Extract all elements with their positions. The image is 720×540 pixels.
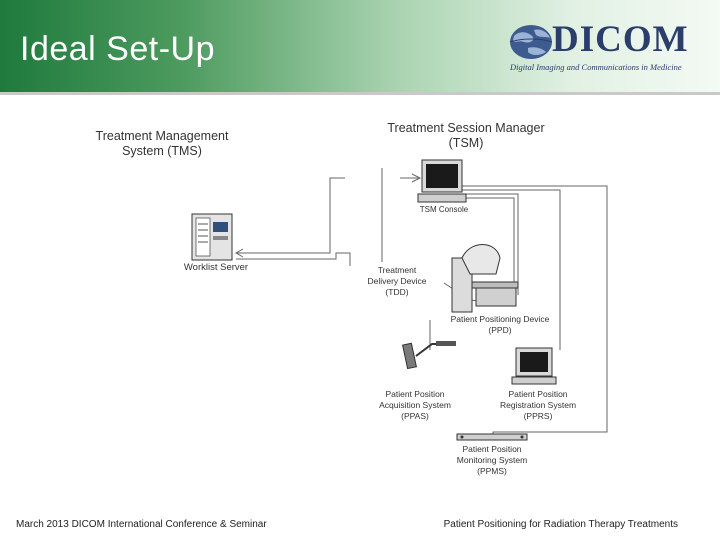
pprs-label-line1: Patient Position <box>508 389 567 399</box>
pprs-monitor-icon <box>511 347 557 385</box>
link-bus-2 <box>461 193 519 295</box>
tsm-label-line1: Treatment Session Manager <box>387 121 544 135</box>
ppas-camera-icon <box>401 341 456 370</box>
tsm-console-icon <box>417 159 467 203</box>
tdd-label-line2: Delivery Device <box>367 276 426 286</box>
ppas-label-line2: Acquisition System <box>379 400 451 410</box>
ppms-label-line1: Patient Position <box>462 444 521 454</box>
tms-label-line2: System (TMS) <box>122 144 202 158</box>
pprs-label-line2: Registration System <box>500 400 576 410</box>
arrow-into-worklist <box>234 248 244 258</box>
ppms-label-line2: Monitoring System <box>457 455 527 465</box>
slide-header-band <box>0 0 720 92</box>
worklist-server-icon <box>191 213 233 261</box>
logo-tagline: Digital Imaging and Communications in Me… <box>510 62 682 72</box>
tdd-label-line1: Treatment <box>378 265 417 275</box>
tms-label-line1: Treatment Management <box>96 129 229 143</box>
link-bus-3 <box>461 189 561 350</box>
footer-conference: March 2013 DICOM International Conferenc… <box>16 519 267 530</box>
ppd-label-line1: Patient Positioning Device <box>451 314 550 324</box>
ppms-label-line3: (PPMS) <box>477 466 507 476</box>
link-tms-worklist <box>236 177 345 254</box>
dicom-logo: DICOM Digital Imaging and Communications… <box>508 19 708 76</box>
tsm-console-label: TSM Console <box>420 205 469 214</box>
ppd-label-line2: (PPD) <box>488 325 511 335</box>
ppas-label-line1: Patient Position <box>385 389 444 399</box>
ppms-device-icon <box>456 433 528 441</box>
footer-topic: Patient Positioning for Radiation Therap… <box>443 519 678 530</box>
link-worklist-tdd-a <box>236 252 351 266</box>
worklist-server-label: Worklist Server <box>184 262 248 273</box>
globe-icon <box>509 25 553 59</box>
ppas-label-line3: (PPAS) <box>401 411 429 421</box>
header-divider <box>0 92 720 95</box>
treatment-delivery-device-icon <box>451 244 519 313</box>
arrow-into-console <box>411 173 422 183</box>
pprs-label-line3: (PPRS) <box>524 411 553 421</box>
slide-title: Ideal Set-Up <box>20 30 215 68</box>
logo-wordmark: DICOM <box>552 19 689 60</box>
link-bus-1 <box>461 197 515 303</box>
tdd-label-line3: (TDD) <box>385 287 408 297</box>
tsm-label-line2: (TSM) <box>449 136 484 150</box>
